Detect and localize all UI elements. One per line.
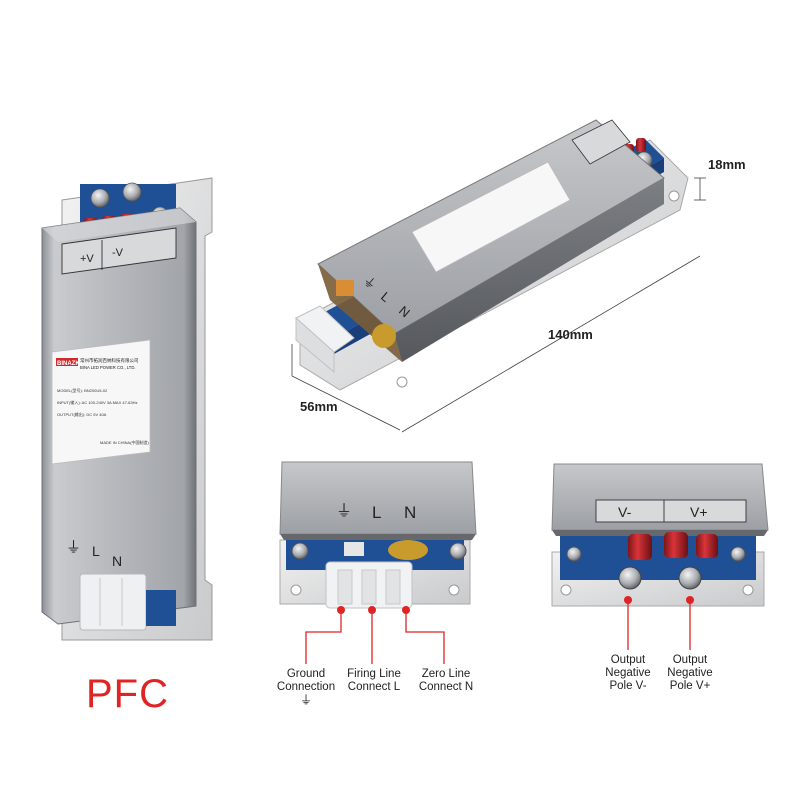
callout-output-minus-line3: Pole V- xyxy=(609,680,647,693)
input-neutral-marking: N xyxy=(404,503,416,522)
label-made-in: MADE IN CHINA(中国制造) xyxy=(100,439,150,445)
height-dimension-label: 18mm xyxy=(708,157,746,172)
callout-output-plus-line1: Output xyxy=(672,654,708,666)
output-closeup: V- V+ xyxy=(551,463,769,650)
line-marking: L xyxy=(92,543,100,559)
product-label xyxy=(51,339,151,465)
vertical-unit: +V -V BINAZK 常州市拓润百纳科技有限公司 BINA LED POWE… xyxy=(41,177,213,641)
pfc-title: PFC xyxy=(86,672,169,716)
terminal-plus-marking: +V xyxy=(80,253,94,265)
output-callout-lines xyxy=(627,600,691,650)
neutral-marking: N xyxy=(112,553,122,569)
input-closeup: ⏚ L N xyxy=(279,461,477,664)
output-plus-marking: V+ xyxy=(690,504,708,520)
callout-line-line1: Firing Line xyxy=(347,668,401,680)
label-company-en: BINA LED POWER CO., LTD. xyxy=(80,365,136,370)
callout-line-line2: Connect L xyxy=(347,681,401,694)
callout-neutral: Zero Line Connect N xyxy=(410,668,482,694)
callout-output-minus: Output Negative Pole V- xyxy=(596,654,660,694)
input-ground-marking: ⏚ xyxy=(336,501,352,520)
callout-output-plus-line2: Negative xyxy=(667,667,713,680)
label-output: OUTPUT(输出): DC 5V 40A xyxy=(57,411,107,417)
callout-neutral-line1: Zero Line xyxy=(421,668,471,680)
length-dimension-label: 140mm xyxy=(548,327,593,342)
callout-ground-line2: Connection xyxy=(276,681,336,694)
ground-symbol-icon: ⏚ xyxy=(299,693,312,708)
callout-ground-line1: Ground xyxy=(286,668,326,680)
label-company-cn: 常州市拓润百纳科技有限公司 xyxy=(80,357,139,364)
terminal-minus-marking: -V xyxy=(112,247,124,259)
width-dimension-label: 56mm xyxy=(300,399,338,414)
callout-output-plus-line3: Pole V+ xyxy=(669,680,711,693)
isometric-unit: ⏚ L N xyxy=(291,119,706,433)
callout-output-plus: Output Negative Pole V+ xyxy=(658,654,722,694)
label-model: MODEL(型号): BN200U5-02 xyxy=(57,387,108,393)
label-brand: BINAZK xyxy=(57,361,80,367)
callout-output-minus-line2: Negative xyxy=(605,667,651,680)
callout-line: Firing Line Connect L xyxy=(338,668,410,694)
callout-ground: Ground Connection ⏚ xyxy=(266,668,346,708)
output-minus-marking: V- xyxy=(618,504,632,520)
input-callout-lines xyxy=(305,610,445,664)
callout-neutral-line2: Connect N xyxy=(418,681,474,694)
input-line-marking: L xyxy=(372,503,381,522)
dimension-lines xyxy=(291,177,706,433)
callout-output-minus-line1: Output xyxy=(610,654,646,666)
ground-marking: ⏚ xyxy=(66,538,81,556)
label-input: INPUT(输入): AC 100-240V 3A MAX 47-63Hz xyxy=(57,399,137,405)
